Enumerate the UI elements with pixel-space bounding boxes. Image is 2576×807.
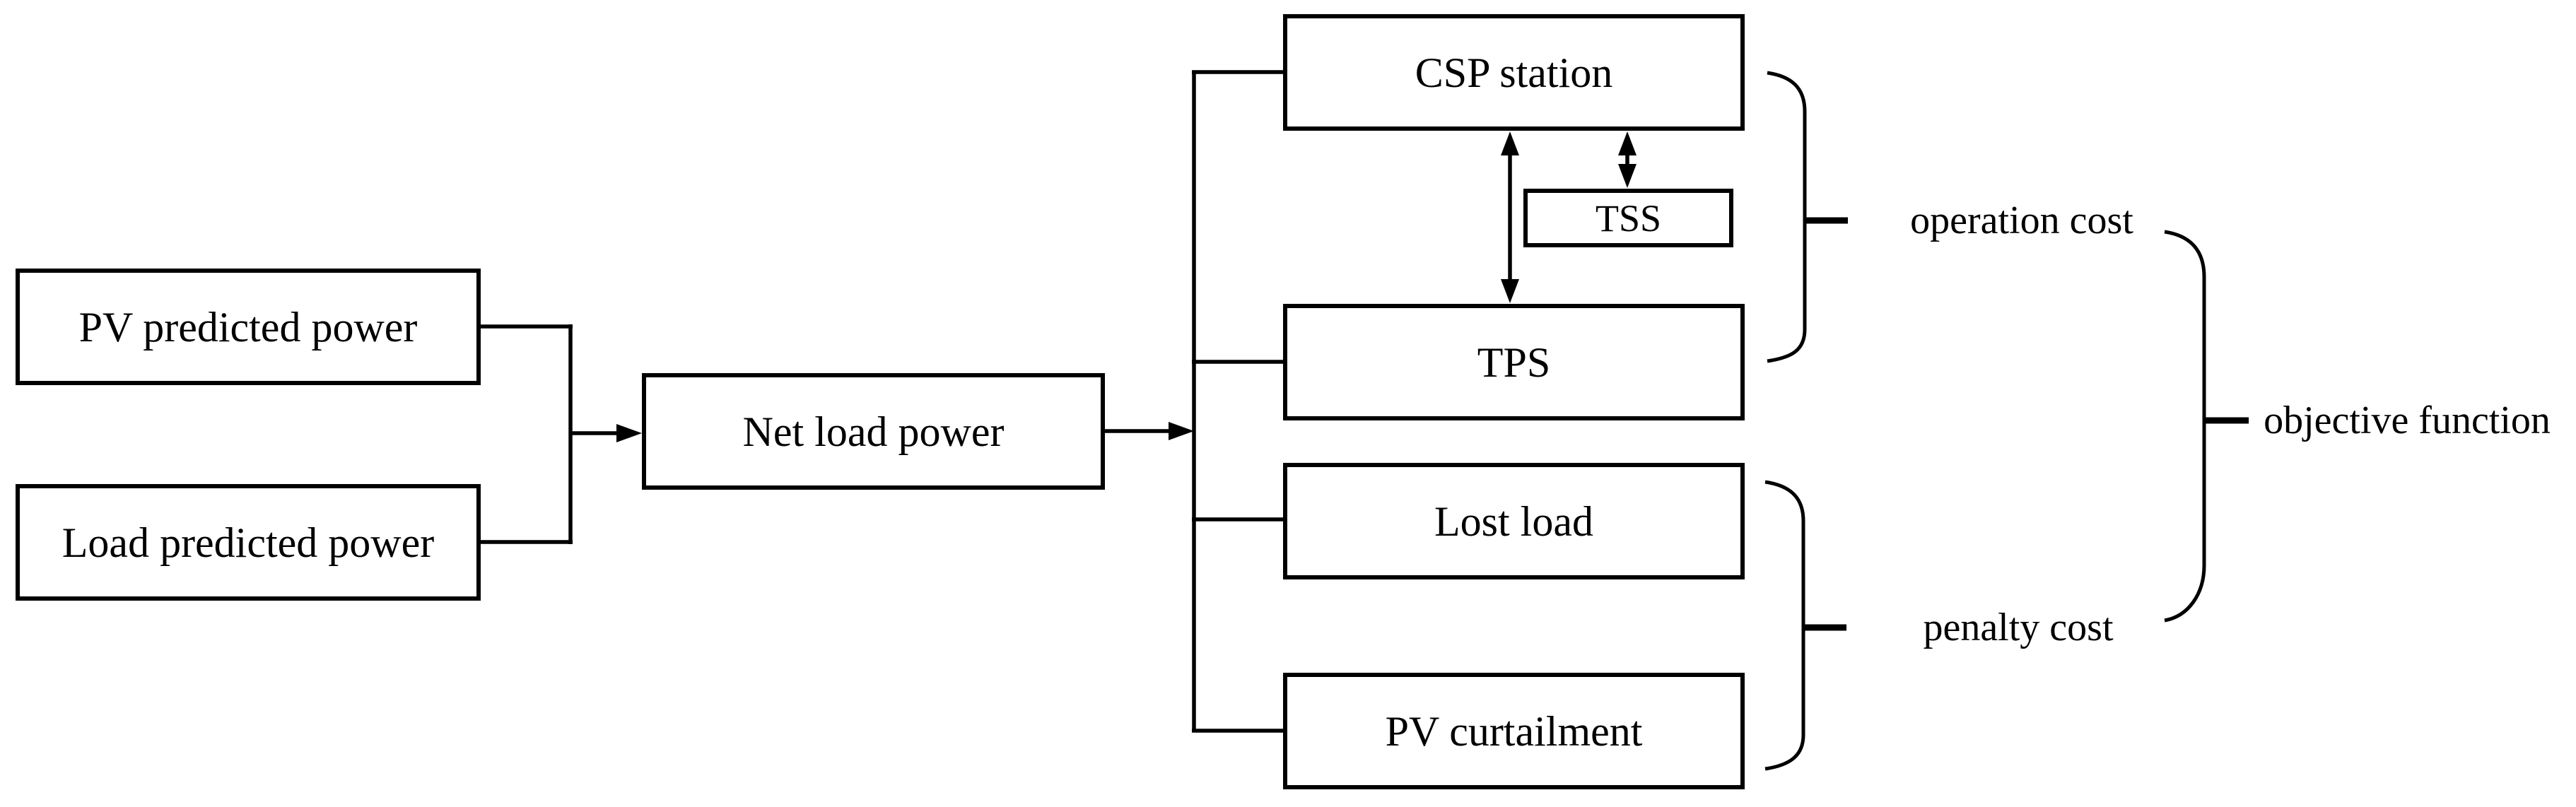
box-lost-load-label: Lost load xyxy=(1434,497,1593,545)
csp-tss-arrowhead-down xyxy=(1618,164,1637,188)
objective-function-label: objective function xyxy=(2252,392,2563,449)
box-pv-predicted-power: PV predicted power xyxy=(16,269,481,385)
box-tss-label: TSS xyxy=(1595,196,1662,240)
box-pv-curtailment-label: PV curtailment xyxy=(1385,707,1643,755)
csp-tps-arrowhead-up xyxy=(1501,131,1519,155)
box-tps: TPS xyxy=(1283,304,1745,420)
operation-cost-label: operation cost xyxy=(1866,192,2177,249)
csp-tss-arrowhead-up xyxy=(1618,131,1637,155)
box-tss: TSS xyxy=(1523,189,1733,247)
box-pv-predicted-power-label: PV predicted power xyxy=(78,303,418,351)
box-load-predicted-power: Load predicted power xyxy=(16,484,481,601)
box-lost-load: Lost load xyxy=(1283,463,1745,579)
penalty-cost-brace xyxy=(1764,480,1805,771)
box-tps-label: TPS xyxy=(1477,338,1551,386)
csp-tps-arrowhead-down xyxy=(1501,279,1519,303)
operation-cost-text: operation cost xyxy=(1910,199,2133,242)
objective-function-brace xyxy=(2164,230,2206,623)
net-load-output-arrowhead xyxy=(1169,422,1194,440)
net-load-input-arrowhead xyxy=(616,424,642,442)
box-csp-station-label: CSP station xyxy=(1415,49,1613,96)
box-pv-curtailment: PV curtailment xyxy=(1283,673,1745,789)
box-load-predicted-power-label: Load predicted power xyxy=(62,519,435,566)
penalty-cost-label: penalty cost xyxy=(1863,599,2174,656)
box-net-load-power-label: Net load power xyxy=(742,408,1005,455)
objective-function-text: objective function xyxy=(2264,399,2551,442)
box-csp-station: CSP station xyxy=(1283,14,1745,131)
box-net-load-power: Net load power xyxy=(642,373,1105,490)
penalty-cost-text: penalty cost xyxy=(1923,606,2114,649)
operation-cost-brace xyxy=(1767,71,1807,363)
